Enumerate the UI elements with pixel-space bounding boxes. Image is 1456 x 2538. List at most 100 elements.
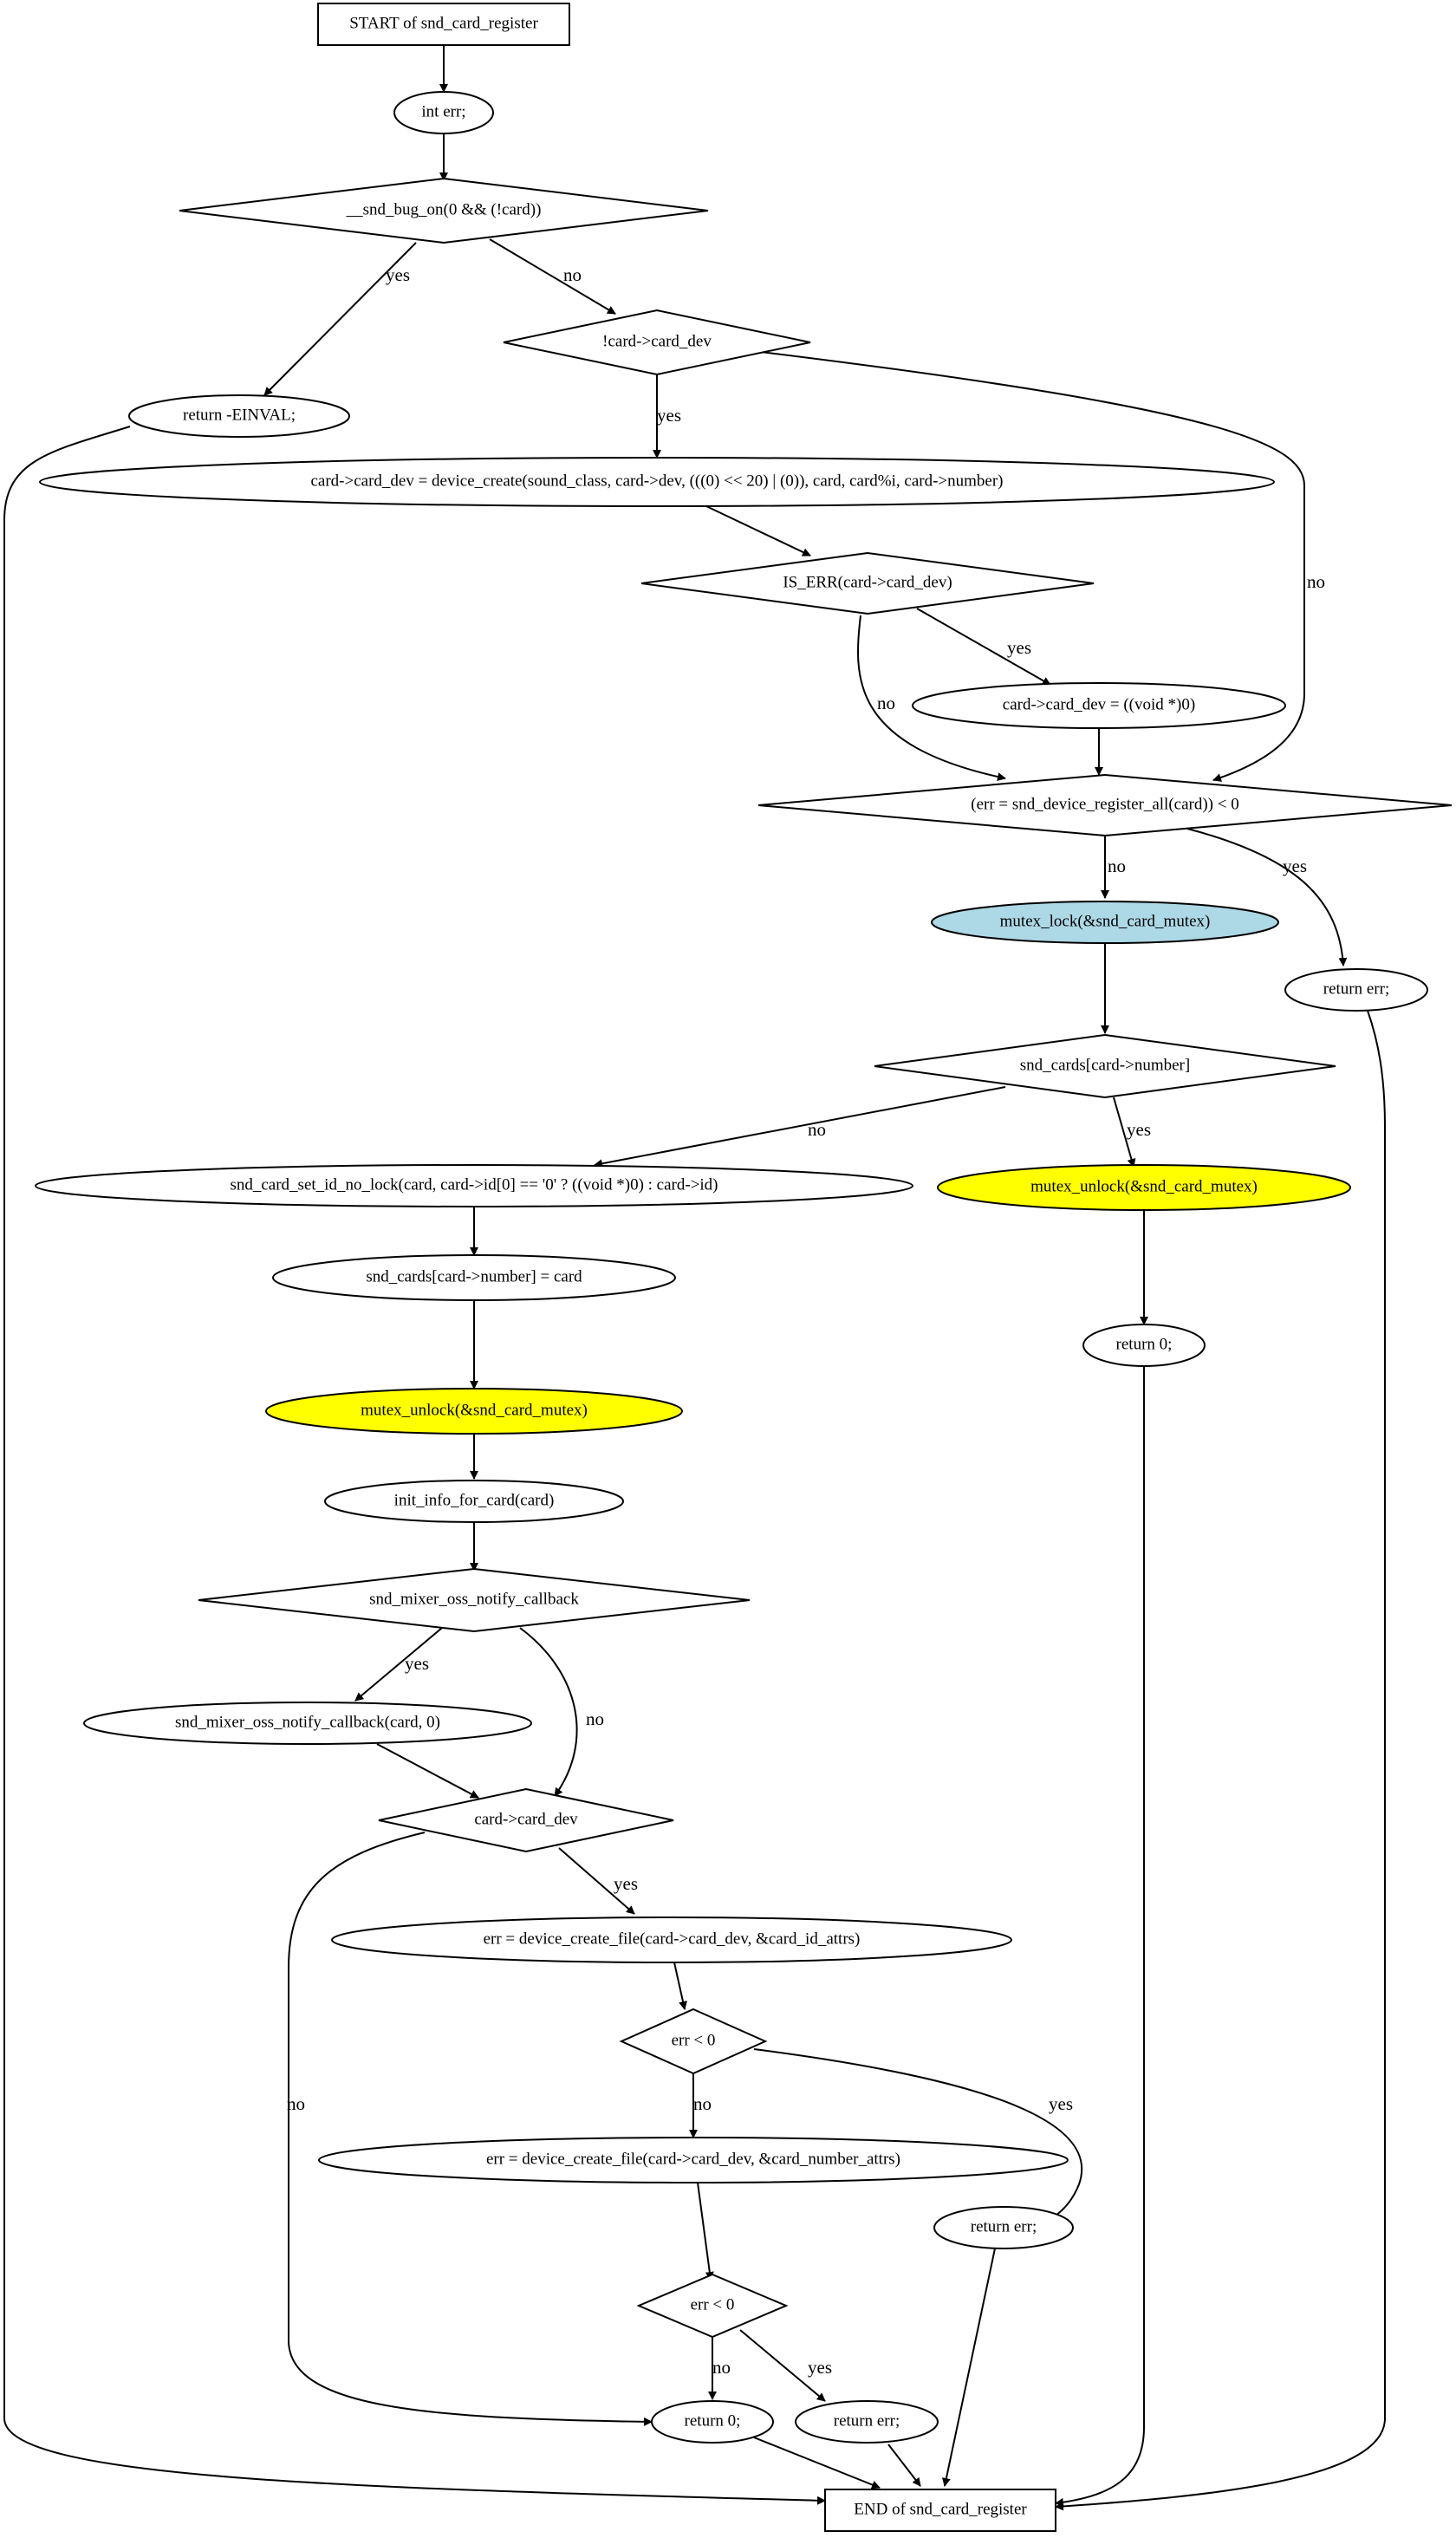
node-start: START of snd_card_register [317, 3, 570, 46]
label-cdev-yes: yes [614, 1873, 638, 1894]
svg-text:__snd_bug_on(0 && (!card)): __snd_bug_on(0 && (!card)) [346, 200, 542, 218]
svg-text:mutex_lock(&snd_card_mutex): mutex_lock(&snd_card_mutex) [1000, 912, 1211, 930]
label-err2-no: no [712, 2357, 731, 2378]
label-register-yes: yes [1283, 856, 1307, 876]
svg-text:init_info_for_card(card): init_info_for_card(card) [394, 1491, 555, 1509]
edge-einval-end [3, 426, 826, 2505]
node-not-card-dev: !card->card_dev [503, 309, 811, 376]
svg-text:snd_cards[card->number]: snd_cards[card->number] [1020, 1056, 1190, 1074]
edge-bugon-no [489, 238, 616, 315]
edge-bugon-yes [263, 242, 417, 396]
label-err2-yes: yes [808, 2357, 832, 2378]
edge-ret0-end [1055, 1366, 1145, 2507]
svg-text:return err;: return err; [971, 2217, 1037, 2235]
label-bugon-yes: yes [386, 264, 410, 285]
label-err1-yes: yes [1049, 2093, 1073, 2114]
node-err-check-1: err < 0 [619, 2008, 768, 2075]
node-set-id: snd_card_set_id_no_lock(card, card->id[0… [35, 1164, 913, 1207]
edge-mixer-yes [354, 1627, 443, 1702]
edge-reterr2-end [941, 2248, 996, 2487]
edge-cdev-no [288, 1832, 653, 2426]
node-init-info: init_info_for_card(card) [324, 1480, 624, 1523]
svg-text:mutex_unlock(&snd_card_mutex): mutex_unlock(&snd_card_mutex) [1030, 1177, 1258, 1195]
svg-text:return 0;: return 0; [1116, 1335, 1173, 1353]
edge-err1-yes [753, 2048, 1083, 2222]
edge-filenum-err2 [697, 2182, 714, 2281]
label-carddev-no: no [1307, 571, 1325, 592]
edge-iserr-yes [916, 608, 1051, 686]
edge-cards-yes [1113, 1097, 1136, 1168]
node-mutex-lock: mutex_lock(&snd_card_mutex) [931, 901, 1279, 944]
label-iserr-no: no [877, 693, 895, 713]
node-create-file-id: err = device_create_file(card->card_dev,… [331, 1917, 1012, 1963]
svg-text:card->card_dev = ((void *)0): card->card_dev = ((void *)0) [1003, 695, 1195, 713]
node-return-einval: return -EINVAL; [128, 394, 350, 438]
label-mixer-yes: yes [405, 1653, 429, 1674]
node-mixer-call: snd_mixer_oss_notify_callback(card, 0) [83, 1702, 532, 1745]
edge-mixercall-cdev [376, 1743, 479, 1799]
node-card-dev-check: card->card_dev [378, 1787, 674, 1853]
svg-text:err < 0: err < 0 [672, 2031, 716, 2049]
label-err1-no: no [693, 2093, 712, 2114]
edge-carddev-no [760, 351, 1305, 782]
label-cards-yes: yes [1127, 1119, 1151, 1140]
svg-text:IS_ERR(card->card_dev): IS_ERR(card->card_dev) [783, 573, 952, 591]
svg-text:snd_mixer_oss_notify_callback(: snd_mixer_oss_notify_callback(card, 0) [175, 1713, 440, 1731]
node-bug-on: __snd_bug_on(0 && (!card)) [179, 177, 709, 244]
nodes: START of snd_card_register int err; __sn… [35, 3, 1453, 2532]
svg-text:card->card_dev = device_create: card->card_dev = device_create(sound_cla… [310, 472, 1003, 490]
svg-text:return -EINVAL;: return -EINVAL; [183, 406, 296, 424]
edge-reterr3-end [887, 2444, 921, 2487]
svg-text:return 0;: return 0; [685, 2411, 741, 2430]
node-err-check-2: err < 0 [636, 2273, 789, 2339]
edge-cdev-yes [558, 1847, 635, 1915]
label-cdev-no: no [287, 2093, 305, 2114]
svg-text:START of snd_card_register: START of snd_card_register [349, 14, 538, 32]
node-is-err: IS_ERR(card->card_dev) [640, 551, 1095, 615]
svg-text:err = device_create_file(card-: err = device_create_file(card->card_dev,… [484, 1930, 861, 1948]
svg-text:!card->card_dev: !card->card_dev [602, 332, 712, 350]
edge-reterr1-end [1055, 1010, 1386, 2511]
edge-labels: yes no yes no yes no no yes no yes yes n… [287, 264, 1325, 2378]
node-create-file-number: err = device_create_file(card->card_dev,… [318, 2137, 1069, 2183]
edge-cards-no [594, 1086, 1006, 1168]
node-device-create: card->card_dev = device_create(sound_cla… [39, 457, 1275, 507]
svg-text:return err;: return err; [834, 2411, 900, 2430]
label-iserr-yes: yes [1007, 637, 1031, 658]
edge-mixer-no [519, 1627, 578, 1797]
svg-text:err < 0: err < 0 [691, 2295, 735, 2313]
edge-iserr-no [857, 615, 1006, 782]
node-return-zero-2: return 0; [651, 2400, 774, 2444]
svg-text:return err;: return err; [1323, 979, 1389, 998]
node-return-err-1: return err; [1284, 968, 1428, 1012]
node-mutex-unlock-2: mutex_unlock(&snd_card_mutex) [265, 1388, 683, 1435]
label-cards-no: no [808, 1119, 826, 1140]
edge-devcreate-iserr [705, 505, 811, 556]
node-assign-card: snd_cards[card->number] = card [272, 1254, 676, 1301]
svg-text:card->card_dev: card->card_dev [474, 1810, 578, 1828]
node-return-err-2: return err; [933, 2206, 1074, 2249]
node-snd-cards-check: snd_cards[card->number] [874, 1033, 1336, 1099]
edge-ret0b-end [753, 2437, 881, 2489]
svg-text:mutex_unlock(&snd_card_mutex): mutex_unlock(&snd_card_mutex) [361, 1401, 588, 1419]
edge-register-yes [1186, 828, 1348, 966]
svg-text:END of snd_card_register: END of snd_card_register [854, 2500, 1027, 2518]
node-int-err: int err; [393, 91, 494, 134]
svg-text:int err;: int err; [421, 102, 465, 120]
node-end: END of snd_card_register [824, 2489, 1056, 2532]
label-register-no: no [1108, 856, 1126, 876]
svg-text:snd_mixer_oss_notify_callback: snd_mixer_oss_notify_callback [369, 1590, 579, 1608]
node-card-dev-null: card->card_dev = ((void *)0) [912, 682, 1286, 729]
node-return-err-3: return err; [795, 2400, 939, 2444]
edge-fileid-err1 [673, 1962, 687, 2010]
node-mutex-unlock-1: mutex_unlock(&snd_card_mutex) [937, 1164, 1351, 1211]
edge-err2-yes [739, 2329, 826, 2402]
label-bugon-no: no [563, 264, 582, 285]
svg-text:err = device_create_file(card-: err = device_create_file(card->card_dev,… [486, 2150, 900, 2168]
svg-text:snd_cards[card->number] = card: snd_cards[card->number] = card [366, 1267, 582, 1285]
label-carddev-yes: yes [657, 405, 681, 426]
node-return-zero-1: return 0; [1082, 1324, 1206, 1367]
label-mixer-no: no [586, 1708, 604, 1729]
node-register-all: (err = snd_device_register_all(card)) < … [757, 773, 1453, 837]
